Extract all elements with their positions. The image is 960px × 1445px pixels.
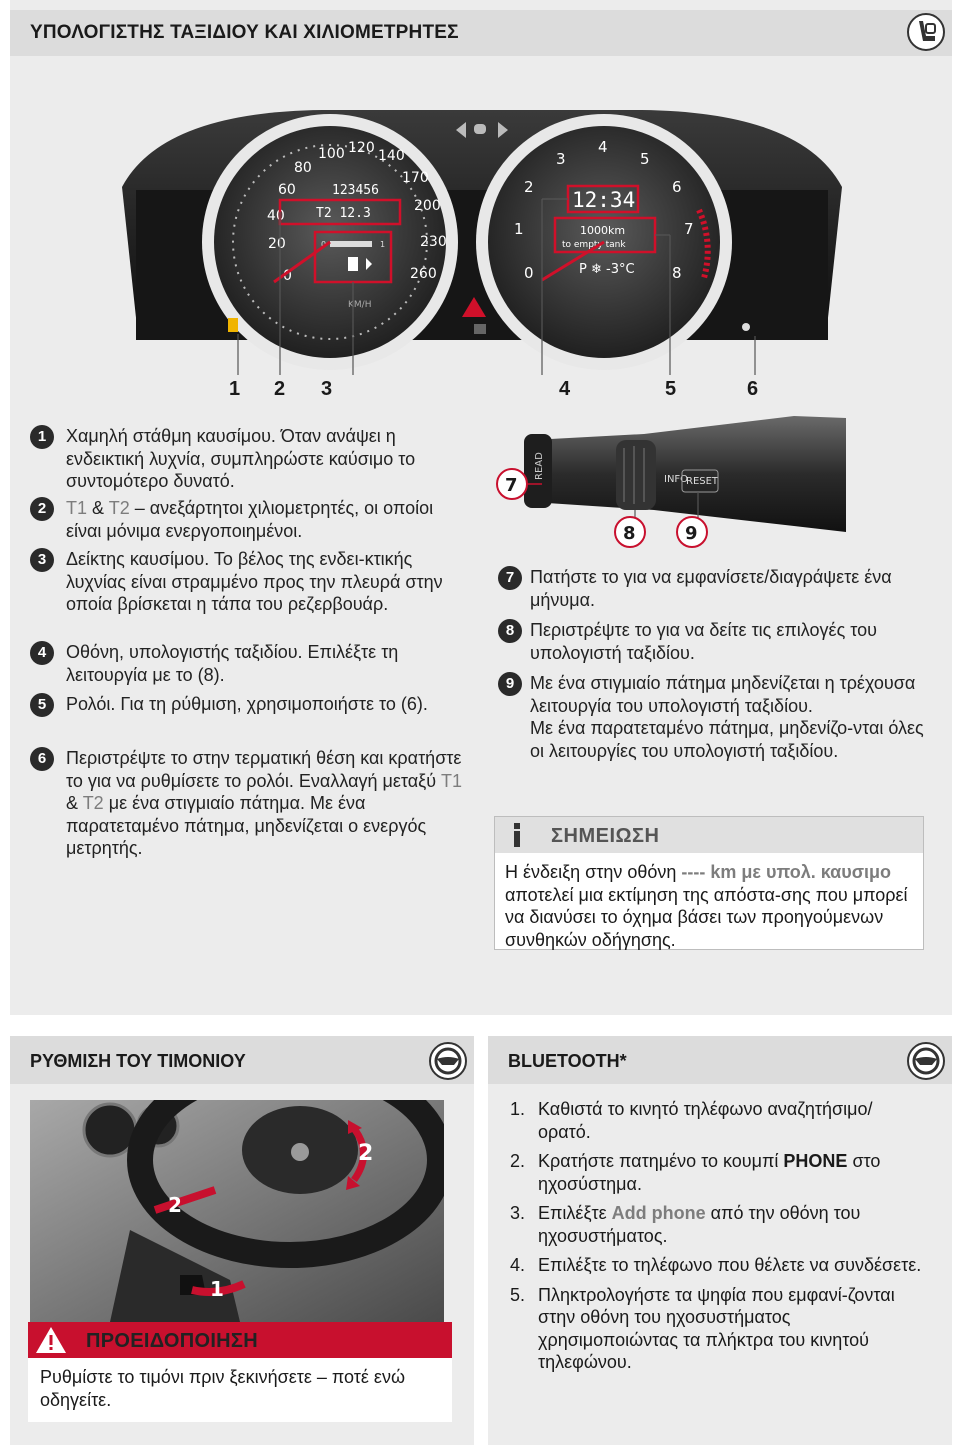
rpm-tick: 2 <box>524 178 534 196</box>
item-number: 7 <box>498 566 522 590</box>
info-icon <box>514 823 520 847</box>
rpm-tick: 0 <box>524 264 534 282</box>
callout-6: 6 <box>747 378 759 400</box>
speed-unit: KM/H <box>348 300 371 310</box>
range-empty-reading: ---- km με υπολ. καυσιμο <box>681 862 892 882</box>
rpm-tick: 7 <box>684 220 694 238</box>
section-title: ΡΥΘΜΙΣΗ ΤΟΥ ΤΙΜΟΝΙΟΥ <box>30 1051 246 1071</box>
add-phone-menu-text: Add phone <box>611 1203 706 1223</box>
speed-tick: 260 <box>410 266 437 282</box>
range-display-sub: to empty tank <box>562 240 626 250</box>
item-text: Περιστρέψτε το στην τερματική θέση και κ… <box>66 748 463 858</box>
speed-tick: 80 <box>294 160 312 176</box>
warning-icon <box>36 1327 66 1353</box>
warning-box: ΠΡΟΕΙΔΟΠΟΙΗΣΗ Ρυθμίστε το τιμόνι πριν ξε… <box>28 1322 452 1422</box>
seat-icon <box>907 13 945 51</box>
warning-header: ΠΡΟΕΙΔΟΠΟΙΗΣΗ <box>28 1322 452 1358</box>
speed-tick: 60 <box>278 182 296 198</box>
note-header: ΣΗΜΕΙΩΣΗ <box>495 817 923 853</box>
item-text: Ρολόι. Για τη ρύθμιση, χρησιμοποιήστε το… <box>66 694 428 714</box>
list-item: 2.Κρατήστε πατημένο το κουμπί PHONE στο … <box>510 1151 881 1194</box>
item-number: 2 <box>30 497 54 521</box>
callout-3: 3 <box>321 378 333 400</box>
callout-2: 2 <box>274 378 286 400</box>
callout-8: 8 <box>623 523 636 544</box>
speed-tick: 40 <box>267 208 285 224</box>
note-label: ΣΗΜΕΙΩΣΗ <box>551 825 660 847</box>
trip-t2: T2 <box>108 498 130 518</box>
speed-tick: 200 <box>414 198 441 214</box>
item-number: 3 <box>30 548 54 572</box>
reset-label: RESET <box>686 476 719 487</box>
page-title: ΥΠΟΛΟΓΙΣΤΗΣ ΤΑΞΙΔΙΟΥ ΚΑΙ ΧΙΛΙΟΜΕΤΡΗΤΕΣ <box>30 22 459 43</box>
callout-5: 5 <box>665 378 677 400</box>
bluetooth-header: BLUETOOTH* <box>488 1036 952 1084</box>
gear-temp-display: P ❄ -3°C <box>579 262 635 277</box>
item-text: Περιστρέψτε το για να δείτε τις επιλογές… <box>530 620 877 663</box>
item-number: 8 <box>498 619 522 643</box>
warning-text: Ρυθμίστε το τιμόνι πριν ξεκινήσετε – ποτ… <box>40 1367 406 1410</box>
rpm-tick: 1 <box>514 220 524 238</box>
speed-tick: 100 <box>318 146 345 162</box>
rpm-tick: 8 <box>672 264 682 282</box>
note-box: ΣΗΜΕΙΩΣΗ Η ένδειξη στην οθόνη ---- km με… <box>494 816 924 950</box>
callout-1: 1 <box>229 378 241 400</box>
item-text: Πατήστε το για να εμφανίσετε/διαγράψετε … <box>530 567 892 610</box>
phone-button-name: PHONE <box>783 1151 848 1171</box>
speed-tick: 120 <box>348 140 375 156</box>
speed-tick: 230 <box>420 234 447 250</box>
list-item: 3.Επιλέξτε Add phone από την οθόνη του η… <box>510 1203 861 1246</box>
instrument-cluster: 0 20 40 60 80 100 120 140 170 200 230 26… <box>122 110 842 375</box>
callout-9: 9 <box>685 523 698 544</box>
item-text: Χαμηλή στάθμη καυσίμου. Όταν ανάψει η εν… <box>66 426 416 491</box>
item-number: 5 <box>30 693 54 717</box>
odometer-display: 123456 <box>332 183 379 198</box>
clock-display: 12:34 <box>572 188 635 212</box>
steering-stalk-illustration: READ INFO RESET 7 8 9 <box>496 416 846 548</box>
photo-label-1: 1 <box>210 1277 224 1301</box>
rpm-tick: 4 <box>598 138 608 156</box>
list-item: 4.Επιλέξτε το τηλέφωνο που θέλετε να συν… <box>510 1255 922 1275</box>
list-item: 5.Πληκτρολογήστε τα ψηφία που εμφανί-ζον… <box>510 1284 895 1373</box>
warning-label: ΠΡΟΕΙΔΟΠΟΙΗΣΗ <box>86 1330 258 1352</box>
item-number: 9 <box>498 672 522 696</box>
speed-tick: 20 <box>268 236 286 252</box>
bluetooth-panel: BLUETOOTH* <box>488 1036 952 1445</box>
bluetooth-steps: 1.Καθιστά το κινητό τηλέφωνο αναζητήσιμο… <box>510 1098 930 1381</box>
item-text: T1 & T2 – ανεξάρτητοι χιλιομετρητές, οι … <box>66 498 434 541</box>
trip-t1: T1 <box>66 498 88 518</box>
trip-computer-header: ΥΠΟΛΟΓΙΣΤΗΣ ΤΑΞΙΔΙΟΥ ΚΑΙ ΧΙΛΙΟΜΕΤΡΗΤΕΣ <box>10 10 952 56</box>
photo-label-2-right: 2 <box>358 1141 373 1166</box>
item-text: Οθόνη, υπολογιστής ταξιδίου. Επιλέξτε τη… <box>66 642 399 685</box>
rpm-tick: 3 <box>556 150 566 168</box>
item-text: Δείκτης καυσίμου. Το βέλος της ενδει-κτι… <box>66 549 443 614</box>
item-text: Με ένα στιγμιαίο πάτημα μηδενίζεται η τρ… <box>530 673 924 761</box>
item-number: 6 <box>30 747 54 771</box>
steering-wheel-icon <box>429 1042 467 1080</box>
callout-4: 4 <box>559 378 571 400</box>
rpm-tick: 6 <box>672 178 682 196</box>
speed-tick: 0 <box>283 268 292 284</box>
section-title: BLUETOOTH* <box>508 1051 627 1071</box>
speed-tick: 140 <box>378 148 405 164</box>
item-number: 1 <box>30 425 54 449</box>
list-item: 1.Καθιστά το κινητό τηλέφωνο αναζητήσιμο… <box>510 1099 873 1142</box>
read-button-label: READ <box>534 452 545 480</box>
item-number: 4 <box>30 641 54 665</box>
steering-wheel-icon <box>907 1042 945 1080</box>
steering-wheel-photo: 2 2 1 <box>30 1100 444 1322</box>
callout-7: 7 <box>505 475 518 496</box>
note-text: Η ένδειξη στην οθόνη ---- km με υπολ. κα… <box>505 862 908 950</box>
rpm-tick: 5 <box>640 150 650 168</box>
trip-display: T2 12.3 <box>316 206 371 221</box>
info-label: INFO <box>664 474 688 485</box>
steering-adjust-header: ΡΥΘΜΙΣΗ ΤΟΥ ΤΙΜΟΝΙΟΥ <box>10 1036 474 1084</box>
fuel-gauge-empty: 0 <box>321 240 326 249</box>
photo-label-2-left: 2 <box>168 1193 182 1217</box>
fuel-gauge-full: 1 <box>380 240 385 249</box>
range-display: 1000km <box>580 224 625 237</box>
speed-tick: 170 <box>402 170 429 186</box>
